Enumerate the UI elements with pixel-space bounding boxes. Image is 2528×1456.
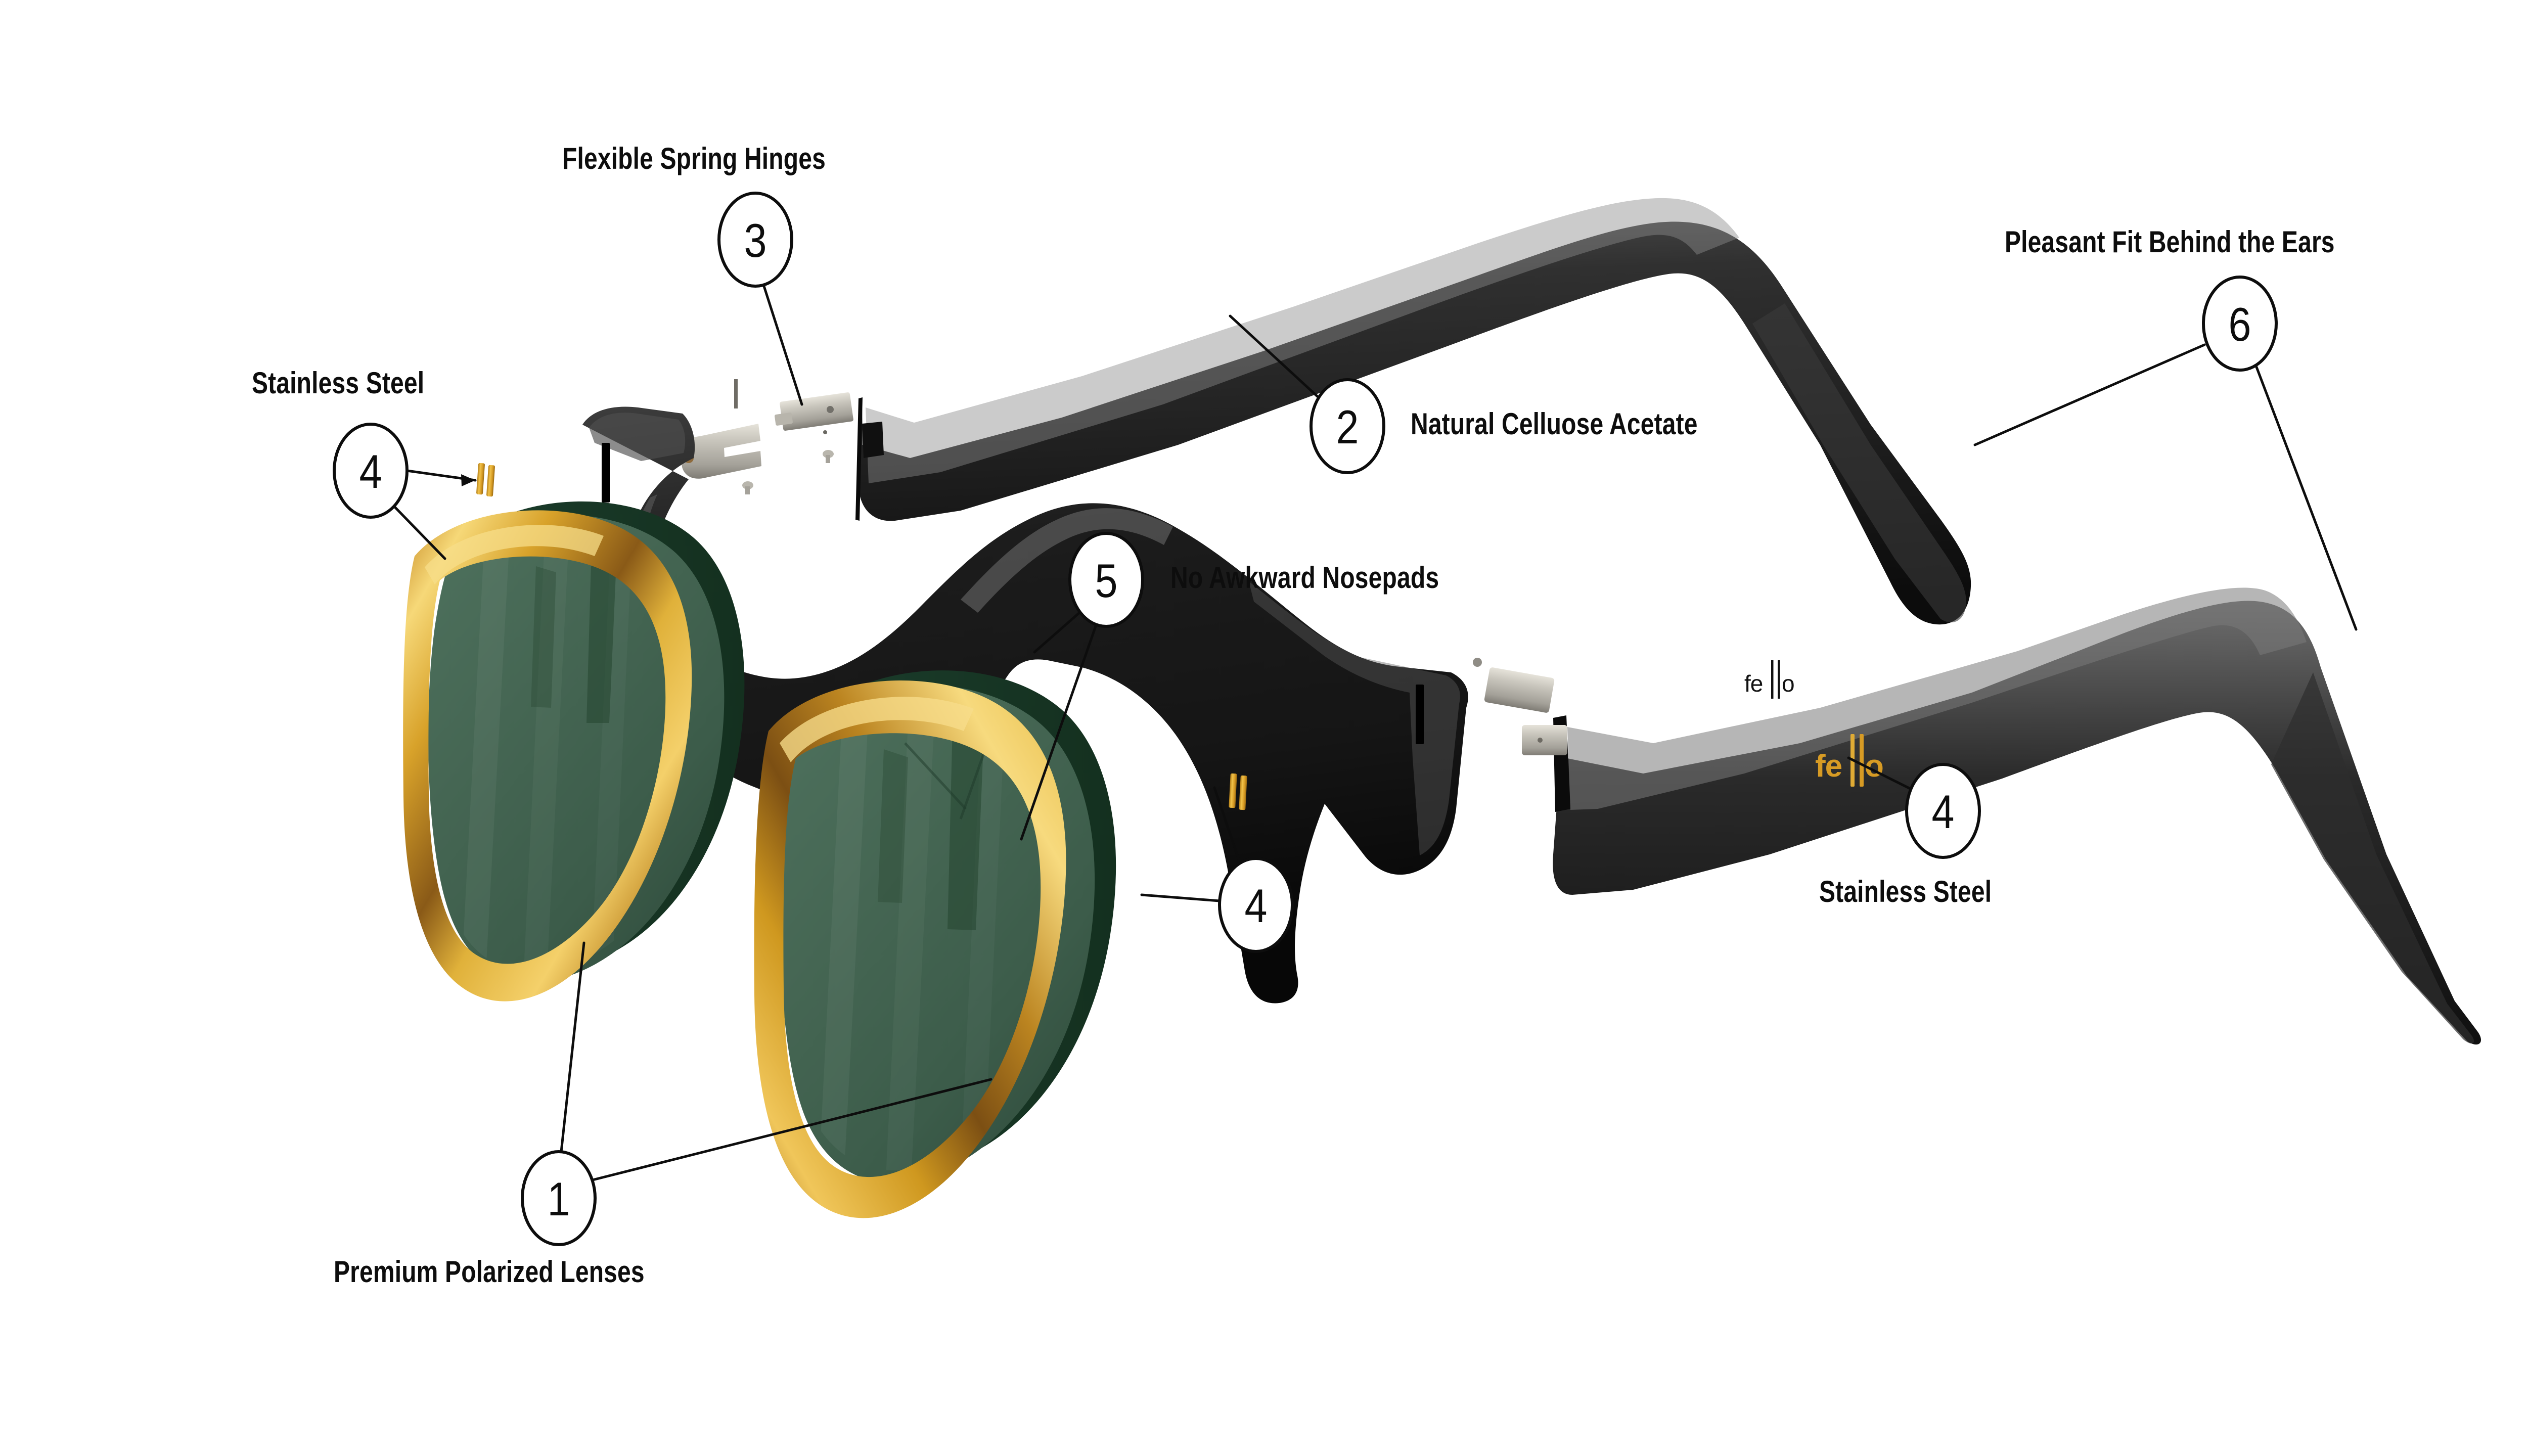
callout-label-3-2: Flexible Spring Hinges	[562, 142, 826, 175]
callout-number: 3	[744, 214, 767, 267]
exploded-brand-logo-fello-gold: fe o	[1815, 734, 1884, 787]
rim-left-top-gloss	[425, 525, 604, 584]
callout-circle	[1068, 532, 1144, 628]
front-frame-right-hinge-slot	[1416, 685, 1424, 744]
temple-arm-assembled	[1522, 587, 2481, 1045]
callout-label-2-1: Natural Celluose Acetate	[1411, 407, 1698, 441]
callout-number: 2	[1336, 400, 1359, 453]
leader-line-6-1	[2255, 366, 2358, 631]
callout-number: 5	[1095, 554, 1118, 607]
temple-arm-exploded-end-cap	[855, 397, 863, 521]
svg-text:o: o	[1782, 670, 1795, 697]
temple-arm-exploded	[855, 198, 1971, 625]
temple-arm-earpiece-highlight	[2271, 672, 2474, 1044]
callout-markers: 1 2 3 4 4 4 5 6	[333, 192, 2278, 1246]
hinge-temple-side-knuckle	[775, 413, 793, 426]
callout-number: 4	[1245, 879, 1268, 932]
temple-arm-exploded-highlight	[866, 198, 1739, 483]
temple-core-screw-hole	[1538, 738, 1543, 743]
callout-marker-6-7[interactable]: 6	[2202, 276, 2278, 372]
lens-assembly-left	[403, 501, 745, 1002]
rim-left	[403, 510, 692, 1002]
callout-marker-1-0[interactable]: 1	[521, 1150, 597, 1246]
callout-marker-3-2[interactable]: 3	[717, 192, 793, 288]
callout-label-5-6: No Awkward Nosepads	[1170, 561, 1439, 595]
callout-circle	[1218, 857, 1294, 953]
front-frame	[582, 406, 1555, 1004]
hinge-temple-side-plate	[780, 392, 853, 431]
temple-arm-body	[1553, 601, 2481, 1045]
leader-line-3-0	[762, 285, 803, 406]
callout-label-6-7: Pleasant Fit Behind the Ears	[2005, 225, 2335, 259]
callout-number: 4	[359, 445, 382, 498]
callout-number: 6	[2229, 298, 2251, 351]
leader-line-2-0	[1229, 314, 1322, 401]
leader-line-6-0	[1973, 343, 2206, 446]
svg-text:fe: fe	[1744, 670, 1763, 697]
front-frame-left-endpiece-gloss	[589, 413, 686, 461]
callout-marker-4-5[interactable]: 4	[1905, 763, 1981, 859]
lens-left-reflections	[461, 525, 617, 973]
rim-right-top-gloss	[780, 697, 974, 762]
temple-arm-highlight	[1567, 587, 2307, 810]
svg-text:fe: fe	[1815, 749, 1842, 784]
callout-circle	[717, 192, 793, 288]
callout-label-4-5: Stainless Steel	[1819, 875, 1992, 908]
leader-line-5-0	[1033, 611, 1081, 654]
callout-circle	[1905, 763, 1981, 859]
front-frame-bridge-gloss	[961, 508, 1173, 613]
leader-arrowhead	[461, 474, 475, 486]
hinge-screws	[742, 450, 834, 494]
front-frame-body	[582, 406, 1468, 1004]
leader-line-1-0	[589, 1078, 992, 1182]
lens-assembly-right	[754, 670, 1116, 1218]
hinge-temple-pin-hole	[823, 430, 827, 434]
leader-line-5-1	[1020, 623, 1098, 841]
leader-line-4-0	[1140, 893, 1221, 902]
front-frame-right-hinge-plate	[1484, 667, 1555, 713]
callout-circle	[2202, 276, 2278, 372]
callout-circle	[521, 1150, 597, 1246]
front-frame-right-hinge-screw	[1473, 658, 1482, 667]
temple-arm-exploded-body	[859, 221, 1971, 625]
callout-circle	[333, 423, 409, 519]
leader-line-4-1	[392, 504, 446, 560]
lens-right-reflections	[818, 695, 992, 1171]
hinge-spring-pin	[734, 379, 738, 408]
steel-pins-left	[476, 463, 495, 497]
callout-label-4-3: Stainless Steel	[252, 366, 425, 400]
spring-hinge-assembly	[680, 379, 853, 494]
temple-arm-exploded-hinge-socket	[862, 422, 884, 458]
temple-brand-logo-fello-black: fe o	[1744, 660, 1795, 699]
hinge-temple-screw-hole	[827, 406, 834, 413]
callout-number: 1	[548, 1172, 570, 1225]
callout-circle	[1310, 378, 1385, 474]
rim-right	[754, 680, 1066, 1218]
steel-pins-center	[1229, 773, 1247, 810]
leader-line-1-1	[560, 941, 585, 1153]
callout-marker-5-6[interactable]: 5	[1068, 532, 1144, 628]
temple-arm-exploded-ear-highlight	[1752, 303, 1966, 623]
callout-number: 4	[1932, 785, 1955, 838]
leader-line-4-0	[1847, 756, 1912, 790]
leader-line-4-1	[1213, 786, 1241, 864]
front-frame-left-hinge-slot	[602, 443, 610, 503]
callout-marker-4-3[interactable]: 4	[333, 423, 409, 519]
callout-marker-2-1[interactable]: 2	[1310, 378, 1385, 474]
callout-marker-4-4[interactable]: 4	[1218, 857, 1294, 953]
hinge-frame-side-plate	[680, 424, 761, 479]
temple-core-steel-tab	[1522, 725, 1567, 755]
callout-label-1-0: Premium Polarized Lenses	[334, 1255, 645, 1289]
